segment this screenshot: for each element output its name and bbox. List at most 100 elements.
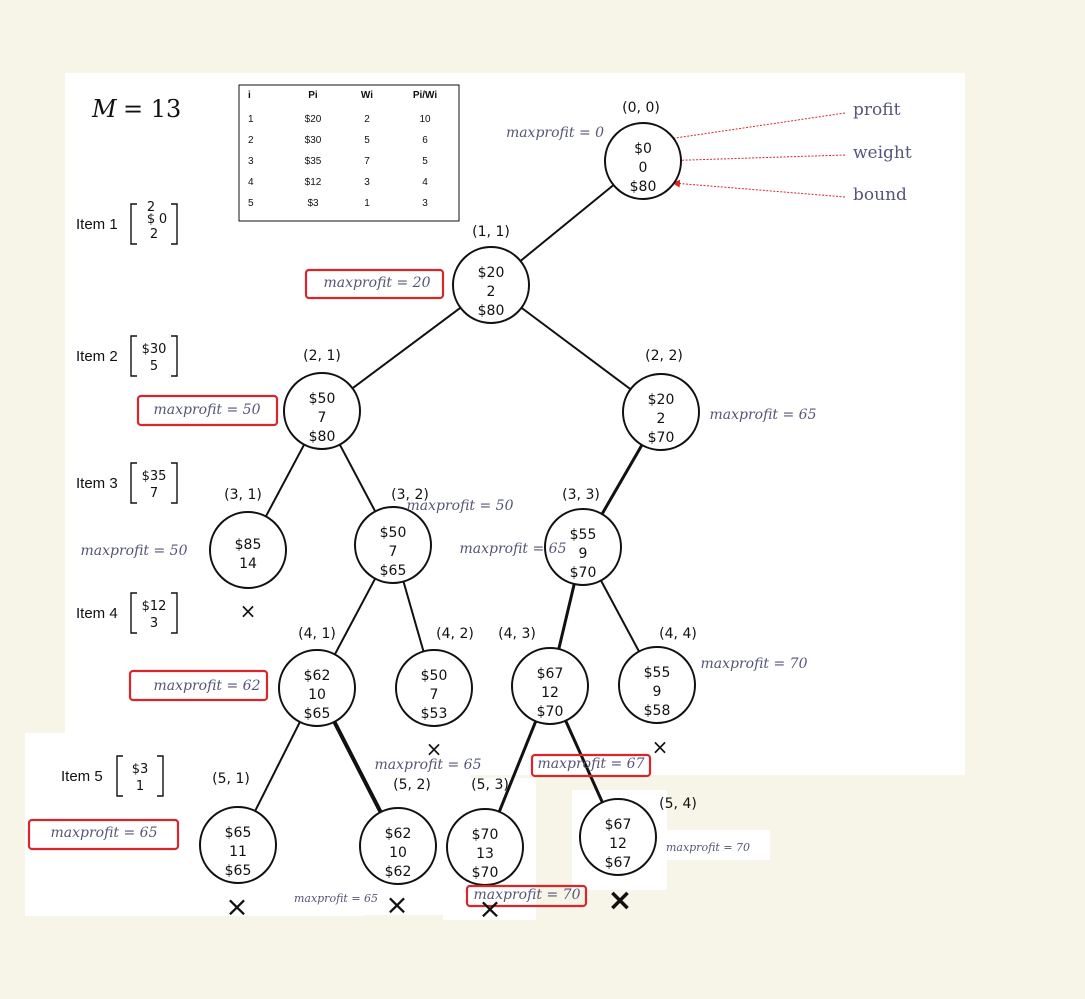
maxprofit-highlight-box [304, 268, 445, 300]
item-weight: 3 [150, 616, 158, 631]
node-circle [452, 246, 530, 324]
node-bound: $70 [537, 704, 564, 720]
legend-bound: bound [853, 185, 907, 205]
table-header: i [248, 90, 251, 101]
node-profit: $50 [309, 391, 336, 407]
tree-edge [332, 720, 383, 814]
capacity-value: = 13 [123, 95, 181, 123]
tree-edges [254, 184, 644, 814]
node-circle [278, 649, 356, 727]
tree-edge [520, 306, 632, 391]
item-name: Item 1 [76, 216, 118, 233]
pruned-x-mark: × [225, 890, 248, 923]
node-circle [604, 122, 682, 200]
node-circle [395, 649, 473, 727]
node-weight: 14 [239, 556, 257, 572]
node-profit: $62 [385, 826, 412, 842]
tree-edge [497, 720, 538, 813]
node-profit: $50 [421, 668, 448, 684]
legend-weight: weight [853, 143, 912, 163]
maxprofit-highlight-box [128, 669, 269, 702]
pruned-x-mark: × [478, 892, 501, 925]
tree-node-n42: $507$53(4, 2)maxprofit = 65× [374, 626, 481, 773]
table-cell: 1 [364, 198, 370, 209]
table-cell: $20 [305, 114, 322, 125]
table-header: Pi/Wi [413, 90, 438, 101]
maxprofit-highlight-box [530, 753, 652, 778]
node-maxprofit: maxprofit = 65 [374, 757, 481, 773]
item-weight: 5 [150, 359, 158, 374]
left-bracket [130, 203, 137, 245]
node-weight: 9 [653, 684, 662, 700]
table-header: Wi [361, 90, 373, 101]
table-cell: 2 [364, 114, 370, 125]
table-cell: 10 [419, 114, 431, 125]
tree-edge [351, 306, 462, 390]
node-coordinate: (4, 4) [659, 626, 697, 642]
node-bound: $70 [570, 565, 597, 581]
item-3-label: Item 3$357 [76, 462, 178, 504]
node-circle [209, 511, 287, 589]
item-1-label: Item 1$202 [76, 200, 178, 245]
item-weight: 1 [136, 779, 144, 794]
left-bracket [130, 462, 137, 504]
node-bound: $65 [304, 706, 331, 722]
tree-node-n33: $559$70(3, 3)maxprofit = 65 [459, 487, 622, 586]
item-4-label: Item 4 $12 3 [76, 592, 178, 634]
node-circle [199, 806, 277, 884]
item-profit-sup: 2 [147, 200, 155, 215]
node-profit: $67 [605, 817, 632, 833]
node-maxprofit: maxprofit = 65 [459, 541, 566, 557]
table-cell: 3 [364, 177, 370, 188]
node-bound: $65 [380, 563, 407, 579]
tree-nodes: $00$80(0, 0)maxprofit = 0$202$80(1, 1)ma… [27, 100, 817, 925]
node-weight: 9 [579, 546, 588, 562]
node-maxprofit: maxprofit = 65 [50, 825, 157, 841]
node-circle [544, 508, 622, 586]
node-circle [579, 798, 657, 876]
table-cell: 4 [422, 177, 428, 188]
item-2-label: Item 2$305 [76, 335, 178, 377]
capacity-label: M = 13 [91, 95, 181, 123]
node-weight: 10 [389, 845, 407, 861]
item-name: Item 4 [76, 605, 118, 622]
node-coordinate: (0, 0) [622, 100, 660, 116]
node-circle [354, 506, 432, 584]
legend-profit: profit [853, 100, 901, 120]
table-cell: 1 [248, 114, 254, 125]
node-coordinate: (4, 1) [298, 626, 336, 642]
node-circle [618, 646, 696, 724]
tree-edge [264, 444, 306, 517]
right-bracket [171, 462, 178, 504]
node-coordinate: (3, 3) [562, 487, 600, 503]
node-circle [511, 647, 589, 725]
tree-edge [564, 720, 604, 803]
right-bracket [157, 755, 164, 797]
node-weight: 2 [487, 284, 496, 300]
node-coordinate: (5, 4) [659, 796, 697, 812]
node-circle [283, 372, 361, 450]
table-cell: $30 [305, 135, 322, 146]
maxprofit-highlight-box [465, 884, 588, 908]
left-bracket [130, 592, 137, 634]
node-bound: $67 [605, 855, 632, 871]
node-profit: $0 [634, 141, 652, 157]
node-profit: $85 [235, 537, 262, 553]
tree-node-n32: $507$65(3, 2)maxprofit = 50 [354, 487, 514, 584]
table-cell: 5 [364, 135, 370, 146]
node-weight: 11 [229, 844, 247, 860]
node-weight: 12 [609, 836, 627, 852]
item-profit: $12 [142, 599, 167, 614]
right-bracket [171, 203, 178, 245]
node-maxprofit: maxprofit = 50 [80, 543, 187, 559]
maxprofit-highlight-box [27, 818, 180, 851]
node-maxprofit: maxprofit = 50 [406, 498, 513, 514]
node-weight: 12 [541, 685, 559, 701]
node-maxprofit: maxprofit = 50 [153, 402, 260, 418]
tree-edge [600, 580, 640, 652]
